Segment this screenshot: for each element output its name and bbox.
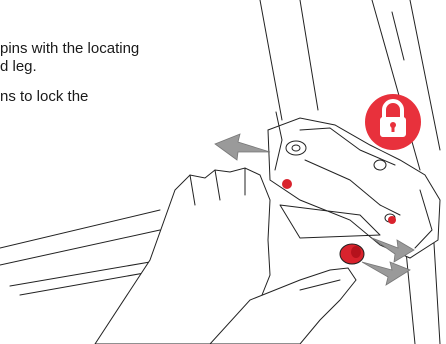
arrow-right-icon — [362, 262, 410, 285]
pin-side — [388, 216, 396, 224]
pin-upper — [282, 179, 292, 189]
lock-badge — [365, 94, 421, 150]
arrow-left-icon — [215, 134, 270, 160]
